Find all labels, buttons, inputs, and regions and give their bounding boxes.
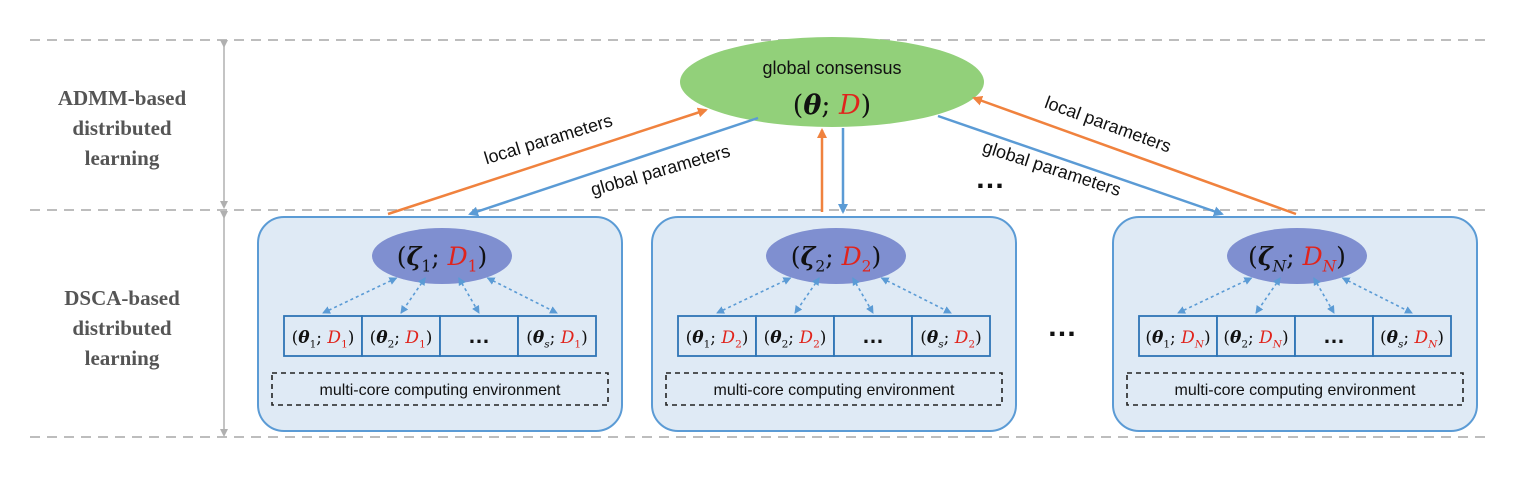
- admm-label-line1: ADMM-based: [58, 86, 187, 110]
- global-consensus-param: (θ; D): [793, 90, 871, 121]
- local-learner-panel-2: (ζ2; D2) (θ1; D2) (θ2; D2) … (θs; D2) multi-c…: [651, 216, 1017, 432]
- global-consensus-ellipse: [680, 37, 984, 127]
- admm-label-line2: distributed: [72, 116, 172, 140]
- global-consensus-label: global consensus: [762, 58, 901, 78]
- computing-environment-label: multi-core computing environment: [320, 382, 562, 399]
- dsca-label-line1: DSCA-based: [64, 286, 180, 310]
- core-cell-ellipsis: …: [1323, 323, 1345, 348]
- core-cell: [517, 315, 597, 357]
- core-link: [322, 277, 398, 314]
- core-link: [458, 277, 480, 314]
- local-node: [766, 228, 906, 284]
- core-cell: [911, 315, 991, 357]
- dsca-label-line2: distributed: [72, 316, 172, 340]
- core-cell: [283, 315, 363, 357]
- core-link: [1255, 277, 1281, 314]
- core-link: [1313, 277, 1335, 314]
- computing-environment-box: [271, 372, 609, 406]
- core-cell: [1294, 315, 1374, 357]
- core-link: [486, 277, 558, 314]
- core-link: [880, 277, 952, 314]
- top-ellipsis: …: [975, 162, 1005, 195]
- local-learner-panel-1: (ζ1; D1) (θ1; D1) (θ2; D1) … (θs; D1) multi-c…: [257, 216, 623, 432]
- local-node: [372, 228, 512, 284]
- core-cell-label: (θs; D2): [920, 328, 982, 350]
- core-cell-label: (θ1; DN): [1145, 328, 1210, 350]
- computing-environment-box: [665, 372, 1003, 406]
- left-local-arrow: [387, 107, 708, 216]
- core-link: [1341, 277, 1413, 314]
- core-cell-label: (θs; D1): [526, 328, 588, 350]
- computing-environment-label: multi-core computing environment: [1175, 382, 1417, 399]
- core-cell: [755, 315, 835, 357]
- core-link: [794, 277, 820, 314]
- local-node-label: (ζ2; D2): [791, 242, 882, 275]
- right-local-arrow: [972, 96, 1297, 216]
- core-link: [1177, 277, 1253, 314]
- core-cell: [1138, 315, 1218, 357]
- core-cell: [1216, 315, 1296, 357]
- core-cell-label: (θ1; D2): [686, 328, 749, 350]
- left-local-parameters-label: local parameters: [482, 110, 615, 168]
- dsca-label-line3: learning: [85, 346, 160, 370]
- core-cell-label: (θs; DN): [1380, 328, 1444, 350]
- left-global-arrow: [468, 116, 759, 217]
- core-cell-label: (θ1; D1): [292, 328, 355, 350]
- admm-label-line3: learning: [85, 146, 160, 170]
- core-cell-ellipsis: …: [862, 323, 884, 348]
- right-global-arrow: [937, 114, 1224, 217]
- middle-ellipsis: …: [1047, 310, 1077, 343]
- global-consensus-node: global consensus (θ; D): [680, 37, 984, 127]
- computing-environment-label: multi-core computing environment: [714, 382, 956, 399]
- core-cell-label: (θ2; D2): [764, 328, 827, 350]
- core-cell: [1372, 315, 1452, 357]
- core-cell: [439, 315, 519, 357]
- core-link: [716, 277, 792, 314]
- computing-environment-box: [1126, 372, 1464, 406]
- local-node: [1227, 228, 1367, 284]
- core-cell-ellipsis: …: [468, 323, 490, 348]
- local-learner-panel-3: (ζN; DN) (θ1; DN) (θ2; DN) … (θs; DN) multi-c…: [1112, 216, 1478, 432]
- local-node-label: (ζN; DN): [1248, 242, 1346, 275]
- core-cell: [677, 315, 757, 357]
- local-learners: (ζ1; D1) (θ1; D1) (θ2; D1) … (θs; D1) multi-c…: [257, 216, 1478, 432]
- local-node-label: (ζ1; D1): [397, 242, 488, 275]
- core-cell: [361, 315, 441, 357]
- core-cell-label: (θ2; DN): [1223, 328, 1288, 350]
- core-cell-label: (θ2; D1): [370, 328, 433, 350]
- core-link: [852, 277, 874, 314]
- core-link: [400, 277, 426, 314]
